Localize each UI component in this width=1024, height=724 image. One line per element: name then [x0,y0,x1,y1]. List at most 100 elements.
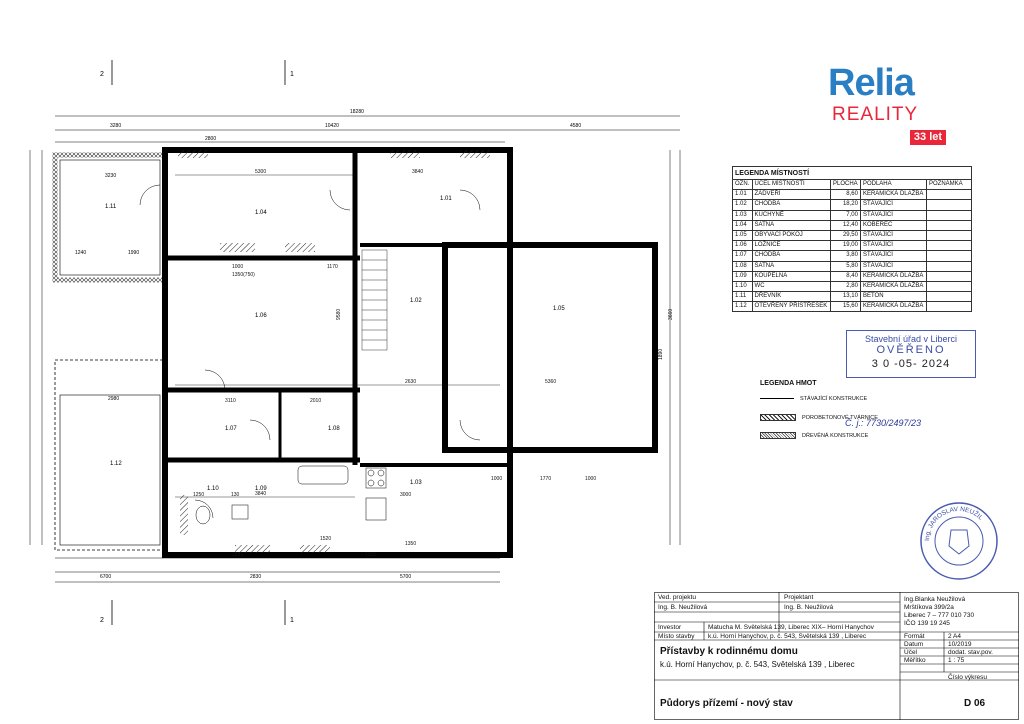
room-label: 1.10 [207,486,219,492]
room-legend-cell: 3,80 [829,250,861,262]
room-label: 1.06 [255,313,267,319]
title-block-grid [654,592,1019,720]
room-legend-cell [926,199,972,211]
room-label: 1.12 [110,461,122,467]
room-legend-cell: KERAMICKÁ DLAŽBA [859,270,928,282]
room-legend-cell: 1.04 [732,219,753,231]
room-legend-cell: BETON [859,291,928,303]
tb-misto-label: Místo stavby [658,633,695,640]
room-legend-cell: 19,00 [829,240,861,252]
col-header: OZN. [732,178,753,191]
section-mark: 1 [290,617,294,624]
tb-ucel-label: Účel [904,649,918,656]
kitchen-fixtures [365,467,387,521]
floor-plan: 2 1 2 1 18280 3280 10420 4580 2800 6700 … [29,60,681,625]
tb-datum: 10/2019 [948,641,972,648]
room-legend-cell: 1.08 [732,260,753,272]
dim: 3110 [225,398,236,404]
tb-office-3: Liberec 7 – 777 010 730 [904,612,975,619]
dim-right: 4580 [570,123,581,129]
room-legend-cell: 8,60 [829,189,861,201]
tb-drawing: Půdorys přízemí - nový stav [660,698,793,709]
room-labels: 1.01 1.02 1.03 1.04 1.05 1.06 1.07 1.08 … [207,196,565,492]
room-legend-cell: KUCHYNĚ [751,209,831,221]
tb-nazev: Přístavby k rodinnému domu [660,646,798,657]
main-walls [162,147,658,558]
room-legend-cell: 7,00 [829,209,861,221]
room-legend-cell: 12,40 [829,219,861,231]
room-legend-title: LEGENDA MÍSTNOSTÍ [732,166,972,180]
tb-ucel: dodat. stav.pov. [948,649,993,656]
dim: 1520 [320,536,331,542]
material-item: DŘEVĚNÁ KONSTRUKCE [760,432,868,439]
room-label: 1.02 [410,298,422,304]
tb-inv: Matucha M. Světelská 139, Liberec XIX– H… [708,624,874,631]
section-mark: 1 [290,71,294,78]
room-legend-cell [926,240,972,252]
stamp-date: 3 0 -05- 2024 [871,358,951,370]
room-legend-cell: STÁVAJÍCÍ [859,209,928,221]
room-legend-cell: KERAMICKÁ DLAŽBA [859,189,928,201]
dim: 1235 [365,552,376,558]
room-legend-cell: 5,80 [829,260,861,272]
dim: 1000 [585,476,596,482]
material-item: STÁVAJÍCÍ KONSTRUKCE [760,396,867,402]
room-legend-cell: KERAMICKÁ DLAŽBA [859,280,928,293]
room-legend-cell: ŠATNA [751,260,831,272]
stamp-verified: OVĚŘENO [876,344,946,356]
room-legend-cell: 1.07 [732,250,753,262]
tb-ved: Ing. B. Neužilová [658,604,708,611]
room-legend-cell: 1.10 [732,280,753,293]
dim: 1890 [658,349,664,360]
room-legend-cell: STÁVAJÍCÍ [859,240,928,252]
dim: 2010 [310,398,321,404]
room-legend-cell: 1.05 [732,229,753,242]
dim: 1350(750) [232,272,255,278]
room-legend-cell: 8,40 [829,270,861,282]
material-item: POROBETONOVÉ TVÁRNICE [760,414,878,421]
dim-overall: 18280 [350,109,364,115]
room-legend-cell [926,301,972,313]
dim: 3840 [255,491,266,497]
room-legend-cell: 1.02 [732,199,753,211]
room-1-12-outline [54,359,166,551]
dim-left: 3280 [110,123,121,129]
room-legend-cell: ZÁDVEŘÍ [751,189,831,201]
dim: 2800 [205,136,216,142]
dim: 6700 [100,574,111,580]
side-dimensions: 3660 1890 [29,150,681,545]
dim: 130 [231,492,240,498]
tb-format-label: Formát [904,633,925,640]
room-legend-cell [926,260,972,272]
room-legend-cell: STÁVAJÍCÍ [859,229,928,242]
tb-inv-label: Investor [658,624,682,631]
dim: 2630 [405,379,416,385]
section-mark: 2 [100,617,104,624]
dim: 3000 [400,492,411,498]
logo-brand: Relia [828,62,915,104]
dim: 3230 [105,173,116,179]
doors [139,184,481,519]
room-label: 1.08 [328,426,340,432]
dim: 1250 [193,492,204,498]
material-item-label: POROBETONOVÉ TVÁRNICE [802,414,878,421]
tb-misto: k.ú. Horní Hanychov, p. č. 543, Světelsk… [708,633,867,640]
tb-office-1: Ing.Blanka Neužilová [904,596,966,603]
room-label: 1.05 [553,306,565,312]
material-item-label: STÁVAJÍCÍ KONSTRUKCE [800,396,868,402]
dim-mid: 10420 [325,123,339,129]
room-legend-cell: 18,20 [829,199,861,211]
tb-cislo: D 06 [964,698,986,709]
room-legend-cell: CHODBA [751,250,831,262]
room-legend-cell: 1.03 [732,209,753,221]
title-block: Ved. projektu Ing. B. Neužilová Projekta… [654,592,1019,720]
tb-meritko-label: Měřítko [904,657,926,664]
col-header: PODLAHA [859,178,928,191]
room-legend-cell [926,280,972,293]
col-header: PLOCHA [829,178,861,191]
room-legend-cell: KOUPELNA [751,270,831,282]
